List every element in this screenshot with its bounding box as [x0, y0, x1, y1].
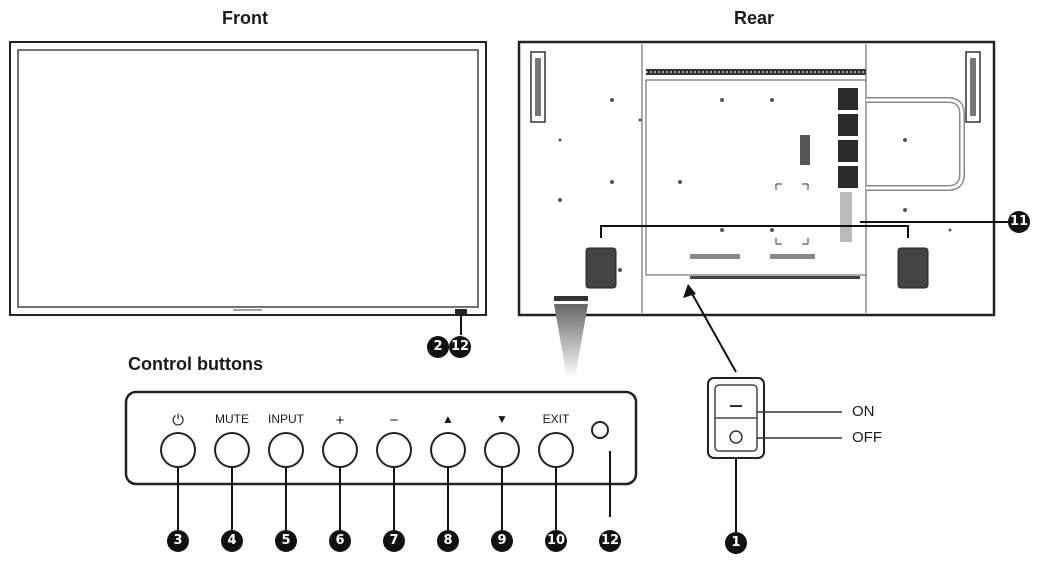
minus-icon: −	[389, 412, 399, 429]
callout-mute: 4	[221, 530, 243, 552]
button-label-input: INPUT	[268, 412, 304, 426]
callout-plus: 6	[329, 530, 351, 552]
plus-button[interactable]	[322, 432, 358, 468]
rear-title: Rear	[734, 8, 775, 28]
up-arrow-icon: ▲	[442, 412, 454, 426]
exit-button[interactable]	[538, 432, 574, 468]
lead-input	[285, 468, 287, 530]
callout-minus: 7	[383, 530, 405, 552]
lead-down	[501, 468, 503, 530]
rear-monitor	[517, 40, 1008, 317]
input-button[interactable]	[268, 432, 304, 468]
down-arrow-icon: ▼	[496, 412, 508, 426]
lead-up	[447, 468, 449, 530]
zoom-indicator	[554, 304, 588, 378]
callout-power: 3	[167, 530, 189, 552]
power-button[interactable]	[160, 432, 196, 468]
front-title: Front	[222, 8, 268, 28]
callout-rear-11: 11	[1008, 211, 1030, 233]
remote-sensor	[591, 421, 609, 439]
down-button[interactable]	[484, 432, 520, 468]
mute-button[interactable]	[214, 432, 250, 468]
minus-button[interactable]	[376, 432, 412, 468]
up-button[interactable]	[430, 432, 466, 468]
lead-power	[177, 468, 179, 530]
callout-front-2: 2	[427, 336, 449, 358]
switch-off-label: OFF	[852, 429, 882, 446]
lead-minus	[393, 468, 395, 530]
lead-plus	[339, 468, 341, 530]
callout-sensor: 12	[599, 530, 621, 552]
button-label-exit: EXIT	[542, 412, 570, 426]
lead-mute	[231, 468, 233, 530]
sensor-lead	[609, 451, 611, 517]
callout-down: 9	[491, 530, 513, 552]
control-buttons-title: Control buttons	[128, 354, 263, 374]
switch-on-label: ON	[852, 403, 875, 420]
button-label-mute: MUTE	[215, 412, 249, 426]
callout-exit: 10	[545, 530, 567, 552]
callout-front-12: 12	[449, 336, 471, 358]
power-icon: ⏻	[172, 412, 184, 429]
power-switch	[683, 284, 842, 532]
callout-input: 5	[275, 530, 297, 552]
plus-icon: +	[335, 412, 345, 429]
callout-power-switch: 1	[725, 532, 747, 554]
callout-up: 8	[437, 530, 459, 552]
front-monitor	[9, 41, 487, 335]
lead-exit	[555, 468, 557, 530]
